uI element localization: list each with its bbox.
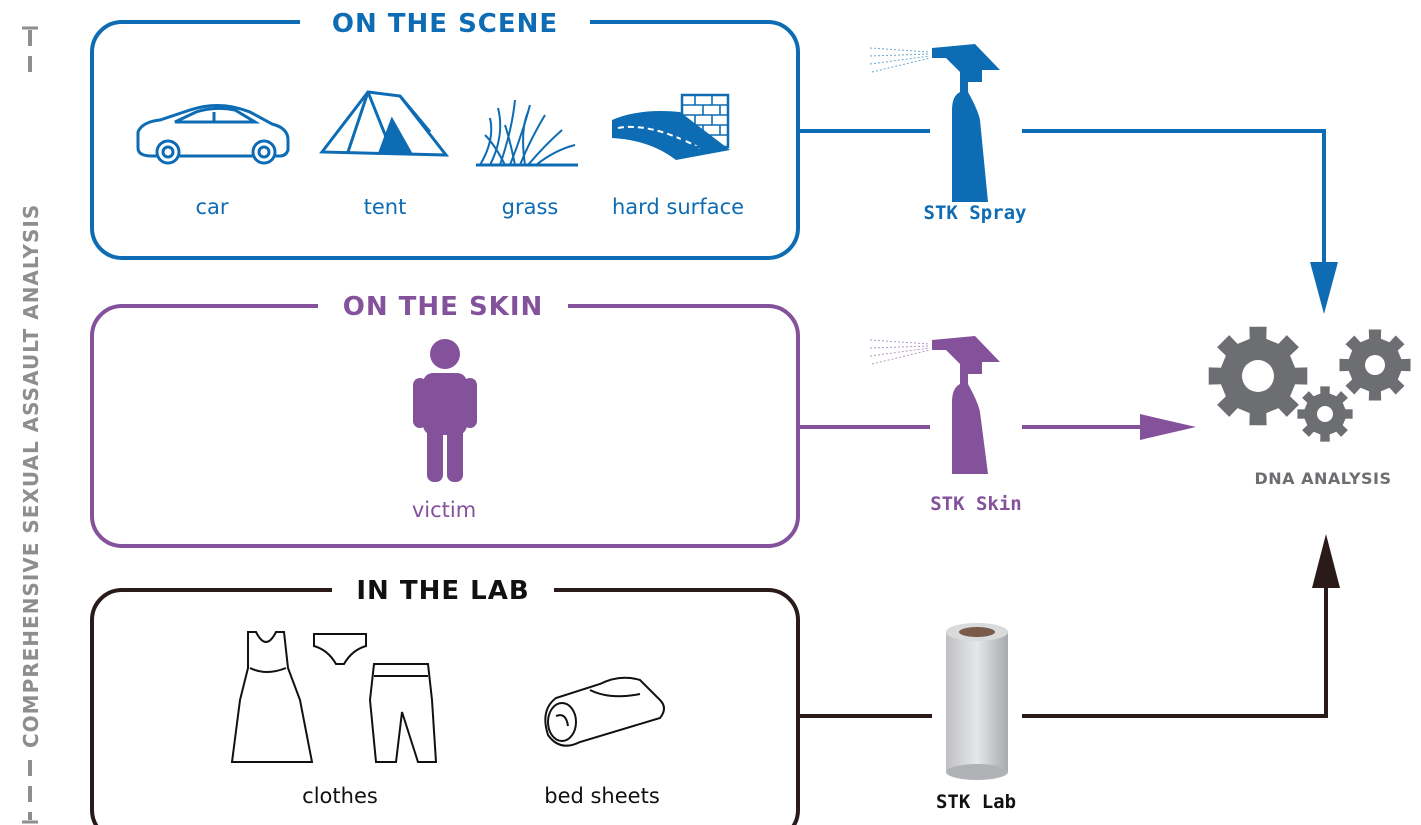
panel-scene-title: ON THE SCENE: [332, 9, 558, 39]
item-label-hard-surface: hard surface: [612, 195, 744, 219]
arrow-head-skin: [1140, 414, 1196, 440]
item-label-victim: victim: [412, 498, 476, 522]
tool-label-skin: STK Skin: [930, 493, 1022, 515]
clothes-icon: [230, 631, 438, 763]
grass-icon: [476, 99, 578, 167]
arrow-head-lab: [1312, 534, 1340, 588]
gear-small: [1339, 329, 1411, 401]
connector-skin: [798, 414, 1196, 440]
gear-mid-hole: [1317, 406, 1333, 422]
panel-lab-title: IN THE LAB: [356, 576, 529, 606]
panel-lab-frame: [90, 588, 800, 825]
side-bar: COMPREHENSIVE SEXUAL ASSAULT ANALYSIS: [19, 26, 43, 824]
item-label-grass: grass: [502, 195, 559, 219]
item-label-clothes: clothes: [302, 784, 378, 808]
tool-label-lab: STK Lab: [936, 791, 1016, 813]
dna-analysis-label: DNA ANALYSIS: [1254, 469, 1391, 488]
item-label-car: car: [195, 195, 228, 219]
person-icon: [413, 339, 477, 482]
gear-small-hole: [1365, 355, 1385, 375]
side-label: COMPREHENSIVE SEXUAL ASSAULT ANALYSIS: [19, 204, 43, 748]
gear-large-hole: [1242, 360, 1274, 392]
connector-scene: [798, 129, 1338, 314]
arrow-head-scene: [1310, 262, 1338, 314]
gear-medium: [1297, 386, 1353, 442]
tool-skin: STK Skin: [869, 336, 1022, 515]
panel-skin: ON THE SKIN victim: [90, 288, 800, 548]
connector-lab: [798, 534, 1340, 718]
paper-roll-icon: [946, 623, 1008, 780]
tent-icon: [319, 90, 450, 157]
car-icon: [136, 104, 290, 165]
spray-bottle-icon: [869, 336, 1000, 474]
tool-spray: STK Spray: [869, 44, 1027, 224]
panel-skin-title: ON THE SKIN: [343, 292, 544, 322]
panel-scene: ON THE SCENE car tent: [90, 6, 800, 260]
panel-lab: IN THE LAB clothes bed sheets: [90, 572, 800, 825]
gear-large: [1208, 326, 1308, 426]
item-label-tent: tent: [364, 195, 407, 219]
spray-bottle-icon: [869, 44, 1000, 202]
item-label-bed-sheets: bed sheets: [544, 784, 660, 808]
tool-label-spray: STK Spray: [924, 202, 1027, 224]
tool-lab: STK Lab: [936, 623, 1016, 813]
road-wall-icon: [612, 93, 730, 160]
gears-icon: [1208, 326, 1411, 442]
bed-sheets-icon: [544, 676, 665, 747]
